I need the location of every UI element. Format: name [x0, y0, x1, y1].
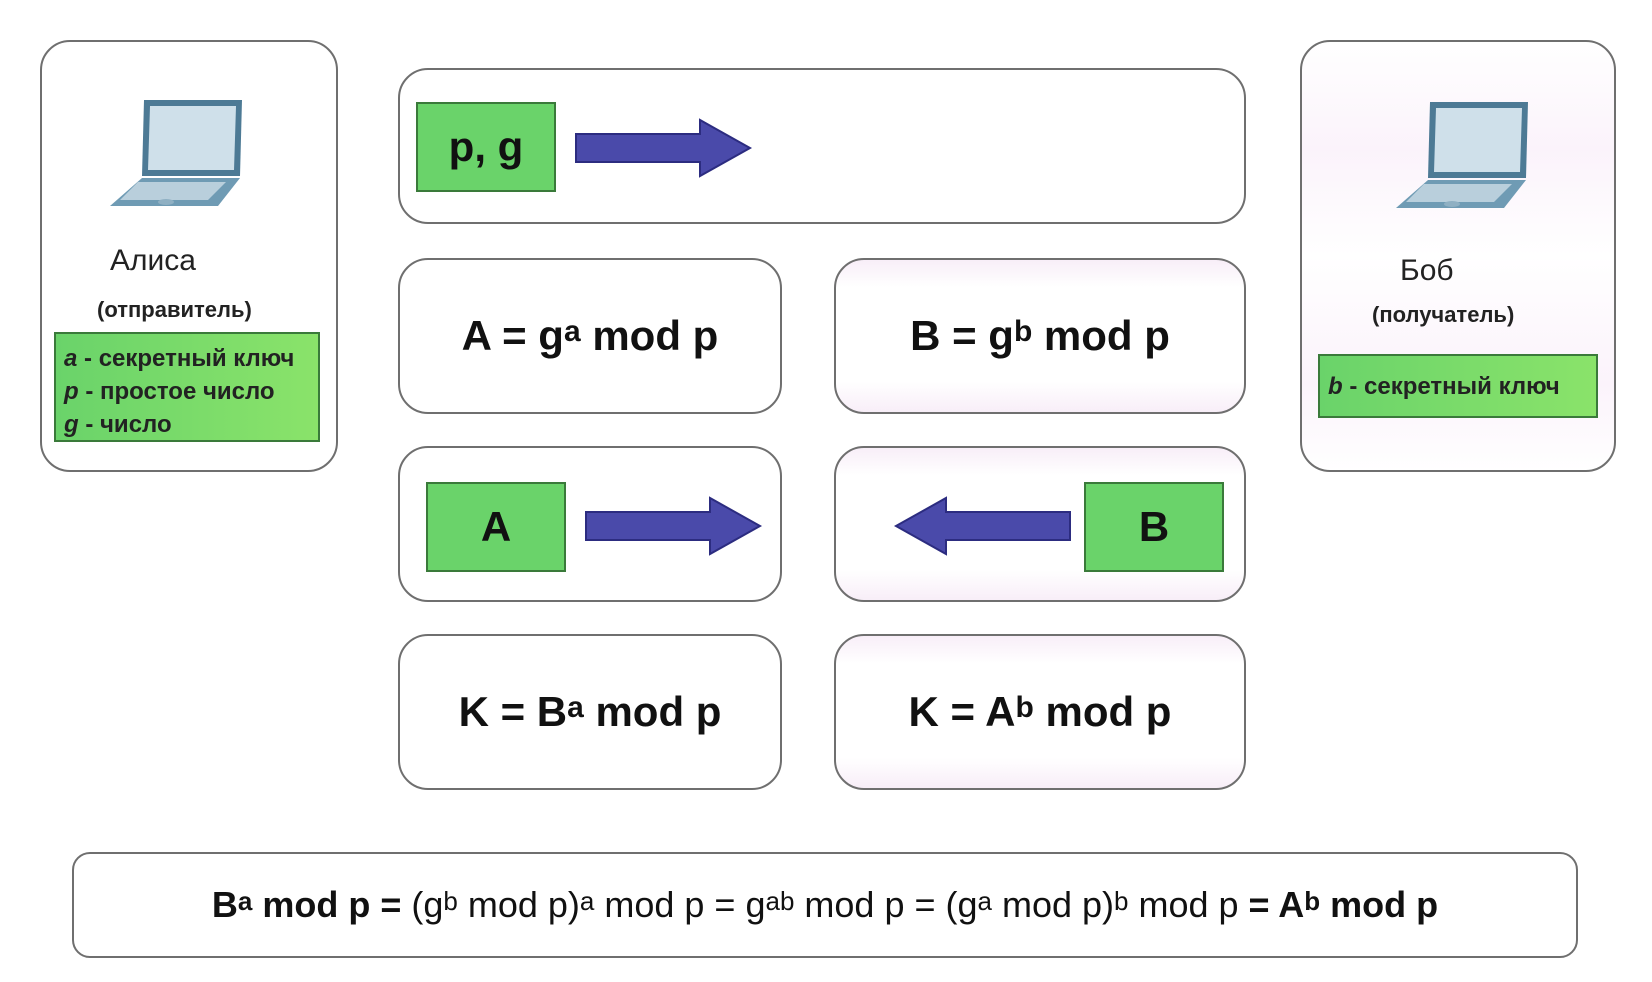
alice-role: (отправитель): [97, 297, 252, 322]
key-line-p: p - простое число: [64, 378, 275, 405]
key-line-g: g - число: [64, 411, 172, 438]
laptop-icon: [110, 100, 242, 206]
token-a: A: [426, 482, 566, 572]
public-params-token: p, g: [416, 102, 556, 192]
alice-panel: Алиса (отправитель) a - секретный ключ p…: [40, 40, 338, 472]
alice-key-list: a - секретный ключ p - простое число g -…: [54, 332, 320, 442]
bob-key-list: b - секретный ключ: [1318, 354, 1598, 418]
bob-send-panel: B: [834, 446, 1246, 602]
laptop-icon: [1396, 102, 1528, 208]
key-line-b: b - секретный ключ: [1328, 373, 1560, 400]
public-params-panel: p, g: [398, 68, 1246, 224]
arrow-right-icon: [585, 496, 763, 556]
bob-name: Боб: [1400, 254, 1454, 287]
key-line-a: a - секретный ключ: [64, 345, 295, 372]
bob-role: (получатель): [1372, 302, 1515, 327]
alice-name: Алиса: [110, 244, 196, 277]
bob-panel: Боб (получатель) b - секретный ключ: [1300, 40, 1616, 472]
token-b: B: [1084, 482, 1224, 572]
arrow-right-icon: [575, 118, 753, 178]
arrow-left-icon: [893, 496, 1071, 556]
alice-send-panel: A: [398, 446, 782, 602]
